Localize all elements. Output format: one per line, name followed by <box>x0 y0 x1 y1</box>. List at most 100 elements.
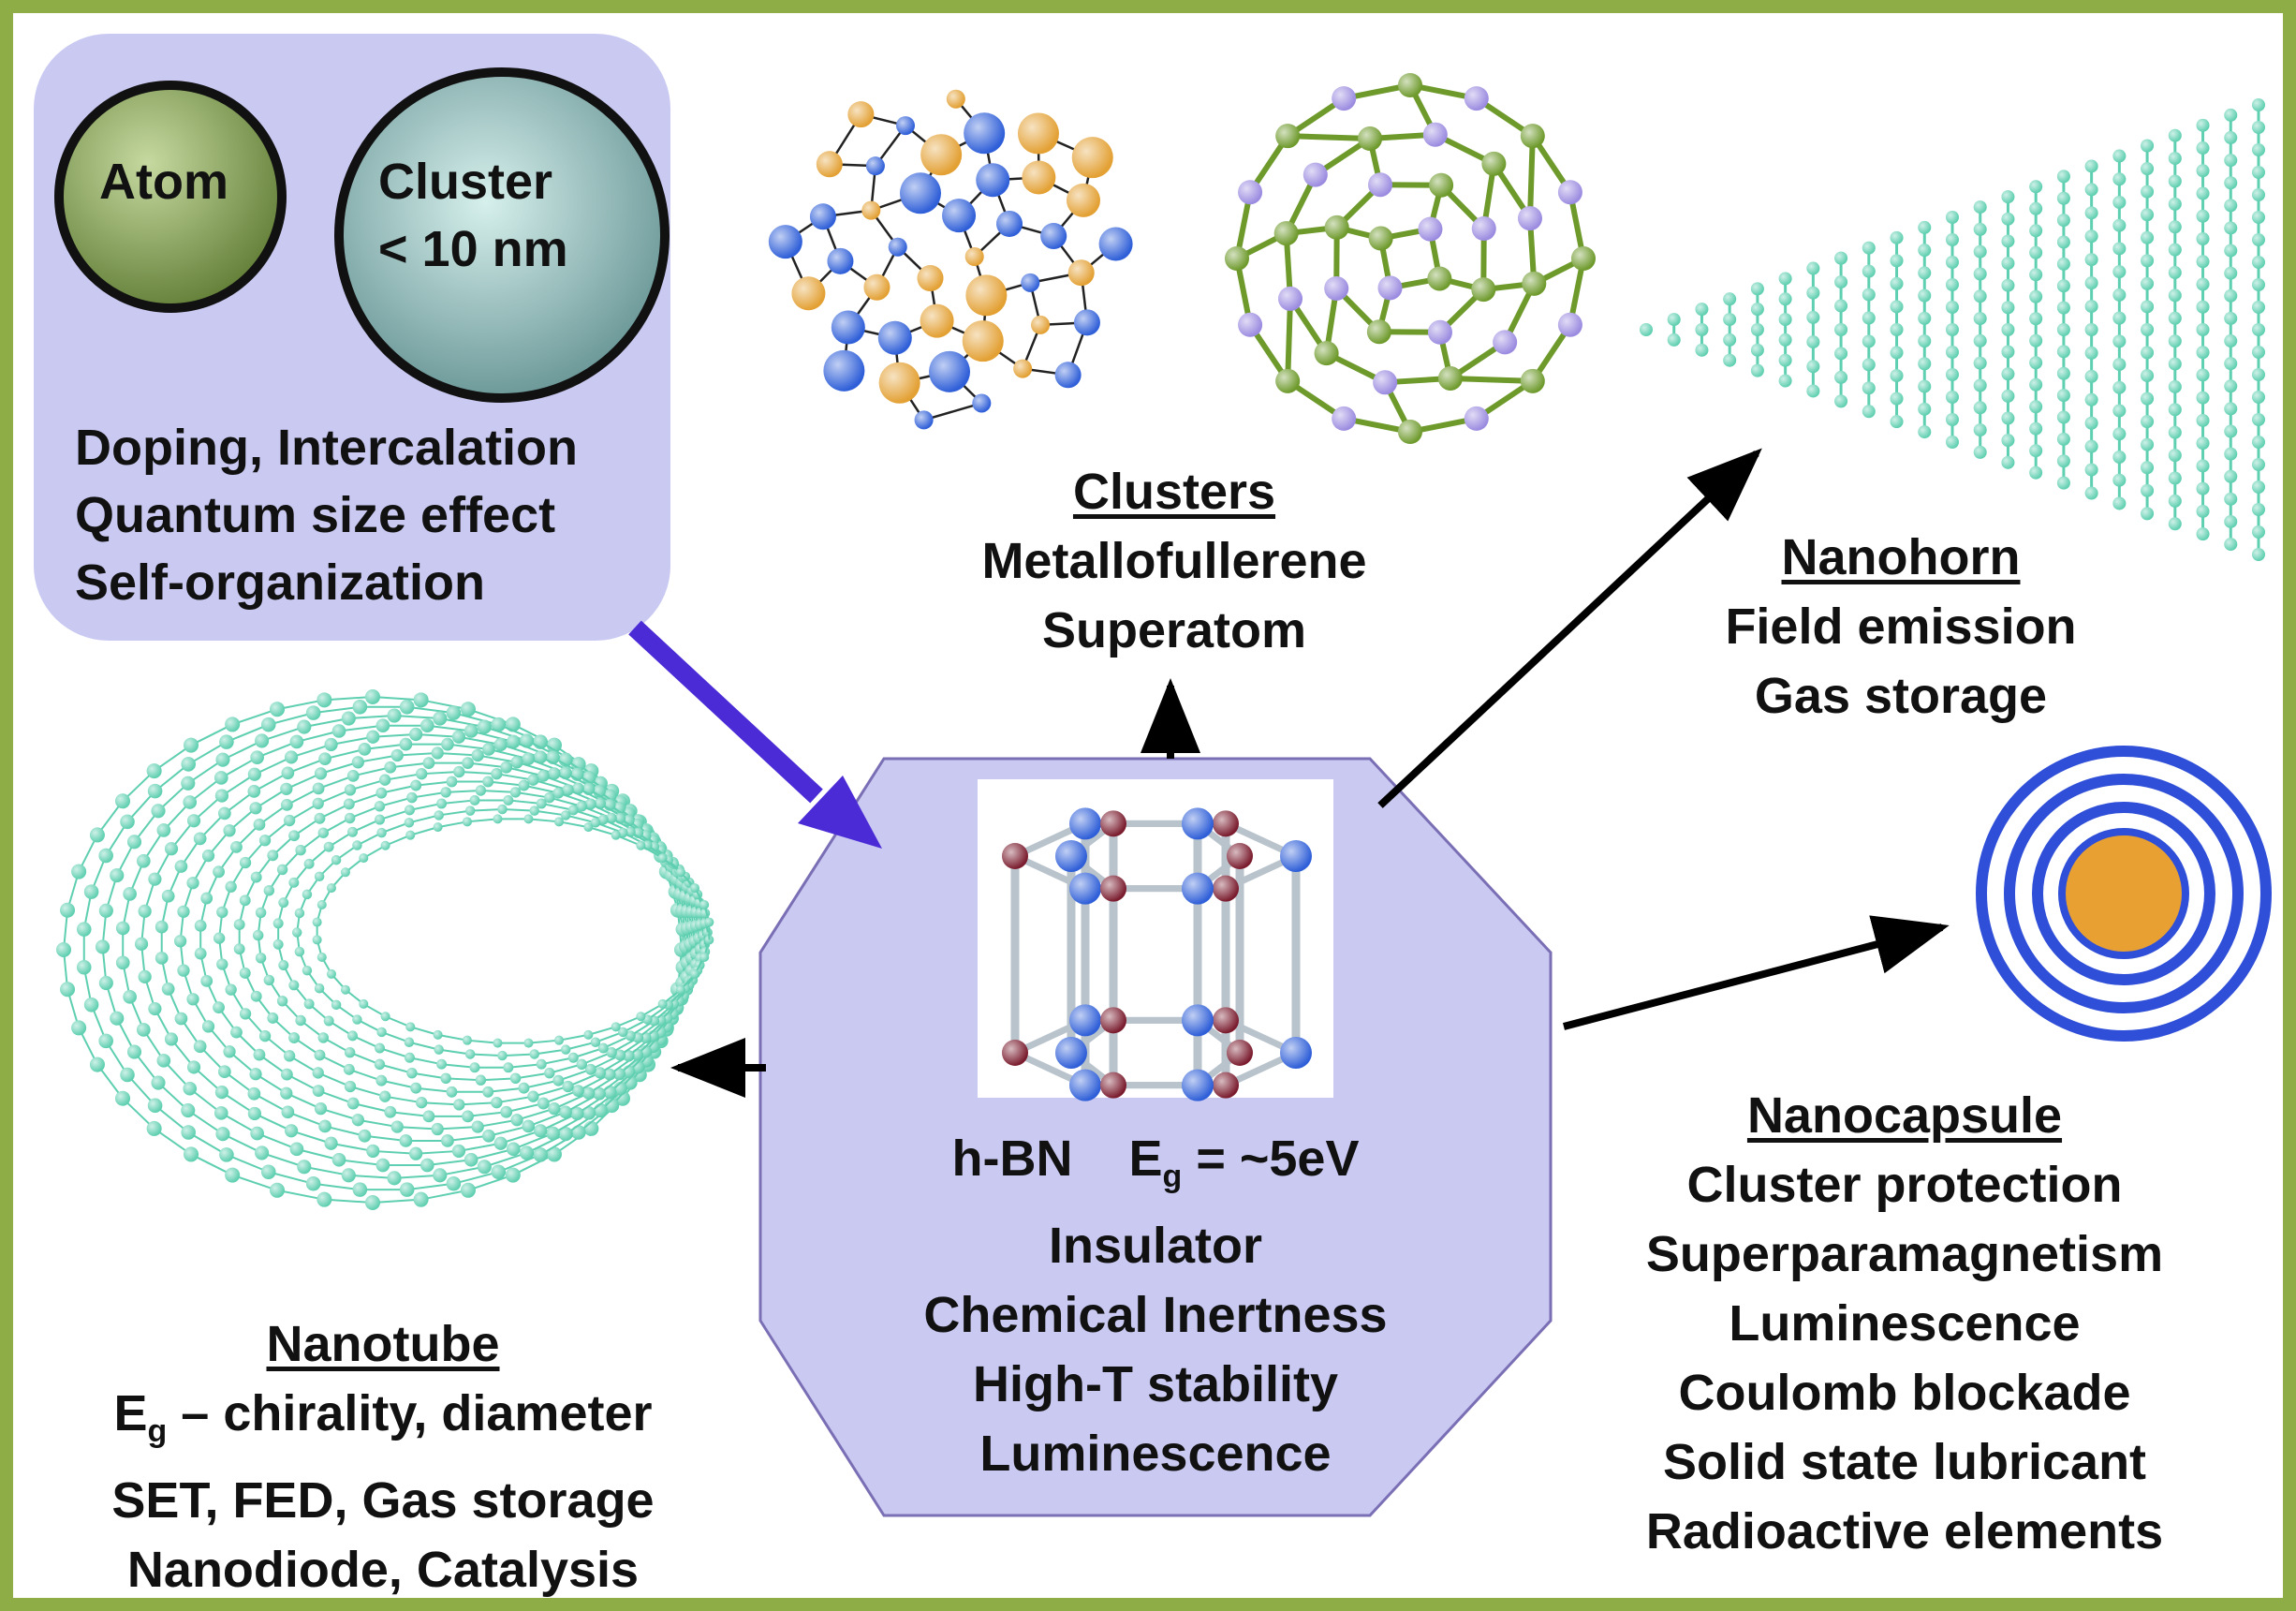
concept-line: Quantum size effect <box>75 487 556 543</box>
bond <box>416 1149 460 1155</box>
bond <box>488 1125 529 1137</box>
nanotube-caption: Nanotube Eg – chirality, diameter SET, F… <box>41 1309 725 1604</box>
bond <box>459 771 497 776</box>
bond <box>467 1111 507 1117</box>
bond <box>324 1125 365 1137</box>
nanotube-eg-text: – chirality, diameter <box>167 1385 653 1441</box>
nanohorn-structure <box>1640 98 2265 561</box>
bond <box>446 1077 481 1082</box>
bond <box>190 1153 233 1176</box>
bond <box>573 808 604 821</box>
bond <box>539 1113 578 1132</box>
bond <box>303 717 349 729</box>
bond <box>406 1182 454 1191</box>
bond <box>290 744 331 759</box>
bond <box>512 1132 553 1150</box>
bond <box>496 1095 534 1104</box>
nanocapsule-caption: Nanocapsule Cluster protection Superpara… <box>1605 1081 2204 1566</box>
bond <box>324 747 365 761</box>
bond <box>231 1174 278 1191</box>
bond <box>409 802 442 811</box>
bond <box>406 705 454 715</box>
bond <box>409 1057 442 1066</box>
arrow-to-nanocapsule <box>1562 915 1950 1030</box>
bond <box>338 724 384 732</box>
bond <box>257 1132 298 1150</box>
bond <box>313 1182 361 1191</box>
bond <box>478 754 518 763</box>
bond <box>573 1047 604 1059</box>
bond <box>1288 133 1371 142</box>
bond <box>397 1126 438 1131</box>
bond <box>512 1153 555 1176</box>
bond <box>317 775 354 790</box>
nanocapsule-graphic <box>1976 746 2272 1042</box>
nanohorn-title: Nanohorn <box>1781 529 2021 585</box>
bond <box>516 1107 555 1121</box>
bond <box>348 1174 395 1179</box>
bond <box>372 696 421 702</box>
bond <box>502 1053 535 1057</box>
cluster-label-line2: < 10 nm <box>378 221 568 277</box>
nanohorn-caption: Nanohorn Field emission Gas storage <box>1620 523 2182 731</box>
hbn-crystal-structure <box>1002 807 1312 1101</box>
bond <box>187 741 228 765</box>
bond <box>257 740 298 759</box>
bond <box>470 1147 514 1161</box>
bond <box>286 1092 321 1110</box>
bond <box>349 805 380 820</box>
bond <box>364 743 406 750</box>
nanocapsule-line: Radioactive elements <box>1645 1503 2164 1559</box>
bond <box>364 1134 406 1142</box>
bond <box>528 1039 560 1044</box>
bond <box>154 744 192 772</box>
bond <box>458 735 501 746</box>
bond <box>438 1048 471 1056</box>
cluster-circle <box>334 67 670 403</box>
bond <box>348 715 395 720</box>
bond <box>320 1107 359 1121</box>
bond <box>497 1153 541 1174</box>
bond <box>190 723 233 746</box>
bond <box>534 1048 567 1056</box>
bond <box>411 1072 447 1080</box>
eg-symbol: E <box>113 1385 148 1441</box>
bond <box>588 826 617 836</box>
bond <box>542 1089 579 1104</box>
bond <box>324 696 374 702</box>
bond <box>397 752 438 757</box>
bond <box>373 733 417 738</box>
bond <box>261 1151 305 1168</box>
bond <box>348 791 382 806</box>
bond <box>446 790 481 793</box>
bond <box>352 766 391 777</box>
bond <box>441 799 476 805</box>
bond <box>372 1198 421 1204</box>
bond <box>352 1102 391 1114</box>
bond <box>349 1051 380 1066</box>
clusters-title: Clusters <box>1072 464 1276 520</box>
bond <box>276 1189 325 1201</box>
bond <box>416 733 460 738</box>
bond <box>358 1118 398 1129</box>
bond <box>567 1072 601 1087</box>
bond <box>379 808 410 821</box>
bond <box>467 708 514 726</box>
bond <box>394 1174 440 1179</box>
eg-subscript: g <box>147 1412 168 1449</box>
bond <box>416 780 452 787</box>
bond <box>437 1126 478 1131</box>
bond <box>261 726 305 742</box>
bond <box>421 771 460 776</box>
bond <box>515 791 550 799</box>
bond <box>268 1171 314 1185</box>
nanocapsule-line: Solid state lubricant <box>1662 1434 2147 1490</box>
bond <box>439 717 485 729</box>
bond <box>470 808 503 812</box>
bond <box>187 1131 228 1156</box>
eg-symbol: E <box>1128 1131 1163 1187</box>
bond <box>317 789 351 805</box>
bond <box>447 743 490 750</box>
bond <box>276 699 325 711</box>
